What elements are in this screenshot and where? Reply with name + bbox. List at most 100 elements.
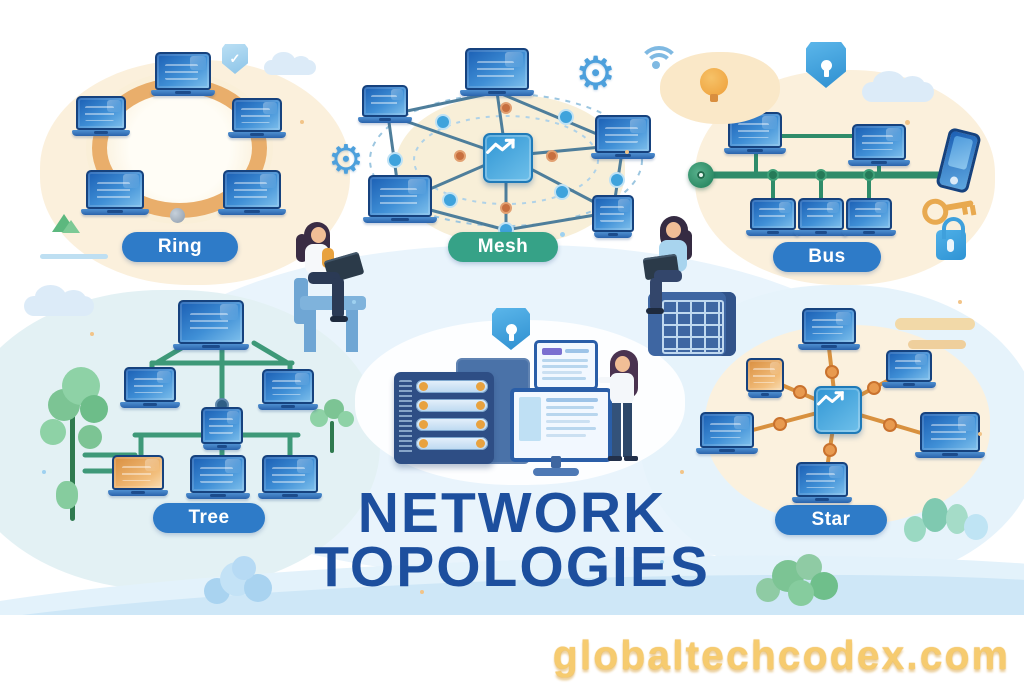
bush-teal-icon	[902, 492, 998, 546]
laptop-icon	[185, 455, 251, 499]
laptop-icon	[842, 198, 896, 236]
laptop-icon	[695, 412, 759, 454]
cloud-icon	[264, 51, 316, 75]
tablet-stand	[747, 392, 783, 398]
title-line-1: NETWORK	[357, 481, 667, 545]
laptop-base	[119, 402, 181, 408]
tree-label: Tree	[188, 507, 230, 528]
monitor-icon	[510, 388, 612, 462]
speckle	[958, 300, 962, 304]
laptop-screen	[886, 350, 932, 382]
laptop-base	[172, 344, 250, 350]
star-label: Star	[811, 509, 851, 530]
ring-label: Ring	[157, 236, 203, 257]
speckle	[905, 120, 910, 125]
laptop-icon	[228, 98, 286, 138]
laptop-icon	[847, 124, 911, 166]
cloud-icon	[862, 71, 934, 102]
title-line-2: TOPOLOGIES	[314, 535, 710, 600]
star-label-pill: Star	[775, 505, 887, 535]
laptop-screen	[852, 124, 906, 160]
laptop-screen	[223, 170, 281, 209]
tablet-screen	[201, 407, 243, 444]
laptop-icon	[746, 198, 800, 236]
bush-green-icon	[752, 552, 848, 608]
laptop-icon	[794, 198, 848, 236]
laptop-icon	[362, 175, 438, 223]
bus-connections	[694, 134, 964, 200]
laptop-icon	[257, 455, 323, 499]
laptop-base	[791, 497, 853, 503]
laptop-screen	[465, 48, 529, 90]
star-topology-section: Star	[690, 300, 990, 545]
tree-plant-icon	[40, 363, 110, 523]
laptop-base	[459, 90, 535, 96]
mesh-label: Mesh	[477, 236, 529, 257]
laptop-base	[362, 217, 438, 223]
speckle	[352, 300, 356, 304]
laptop-screen	[750, 198, 796, 230]
tablet-screen	[746, 358, 784, 392]
chart-zigzag-icon	[486, 138, 515, 154]
speckle	[420, 590, 424, 594]
hub-switch-icon	[483, 133, 533, 183]
speckle	[42, 470, 46, 474]
laptop-icon	[257, 369, 319, 410]
laptop-base	[794, 230, 848, 236]
laptop-screen	[112, 455, 164, 490]
laptop-base	[842, 230, 896, 236]
person-sitting-crate	[628, 216, 748, 361]
bus-label: Bus	[808, 246, 846, 267]
person-standing	[598, 350, 652, 480]
monitor-stand	[551, 456, 561, 468]
ground-white	[0, 615, 1024, 683]
speckle	[560, 232, 565, 237]
ring-label-pill: Ring	[122, 232, 238, 262]
laptop-screen	[190, 455, 246, 493]
laptop-screen	[595, 115, 651, 153]
laptop-base	[797, 344, 861, 350]
tree-label-pill: Tree	[153, 503, 265, 533]
lightbulb-icon	[700, 68, 728, 102]
laptop-base	[257, 493, 323, 499]
ring-topology-section: Ring	[60, 40, 320, 280]
laptop-icon	[915, 412, 985, 458]
gear-icon: ⚙	[328, 138, 364, 182]
laptop-base	[72, 130, 130, 136]
server-room-illustration	[370, 300, 670, 485]
laptop-base	[218, 209, 286, 215]
laptop-base	[723, 148, 787, 154]
speckle	[660, 560, 664, 564]
page-title: NETWORK TOPOLOGIES	[0, 481, 1024, 600]
mesh-connections	[369, 90, 643, 238]
laptop-base	[228, 132, 286, 138]
ring-node-icon	[170, 208, 185, 223]
laptop-base	[358, 117, 412, 123]
laptop-icon	[590, 115, 656, 159]
laptop-icon	[459, 48, 535, 96]
mesh-topology-section: Mesh	[340, 40, 660, 275]
laptop-screen	[846, 198, 892, 230]
laptop-screen	[796, 462, 848, 497]
monitor-base	[533, 468, 579, 476]
laptop-icon	[358, 85, 412, 123]
laptop-base	[746, 230, 800, 236]
speckle	[978, 432, 982, 436]
laptop-screen	[368, 175, 432, 217]
chart-zigzag-icon	[817, 391, 844, 406]
laptop-orange-icon	[107, 455, 169, 496]
laptop-base	[257, 404, 319, 410]
laptop-screen	[178, 300, 244, 344]
dune-icon	[895, 318, 975, 330]
tablet-icon	[201, 407, 243, 450]
tablet-orange-icon	[746, 358, 784, 398]
cloud-icon	[24, 285, 94, 316]
padlock-icon	[936, 216, 966, 260]
laptop-icon	[218, 170, 286, 215]
laptop-base	[847, 160, 911, 166]
gear-icon: ⚙	[575, 47, 617, 99]
plant-icon	[308, 399, 356, 455]
person-sitting-bench	[282, 222, 382, 357]
laptop-icon	[72, 96, 130, 136]
laptop-screen	[76, 96, 126, 130]
